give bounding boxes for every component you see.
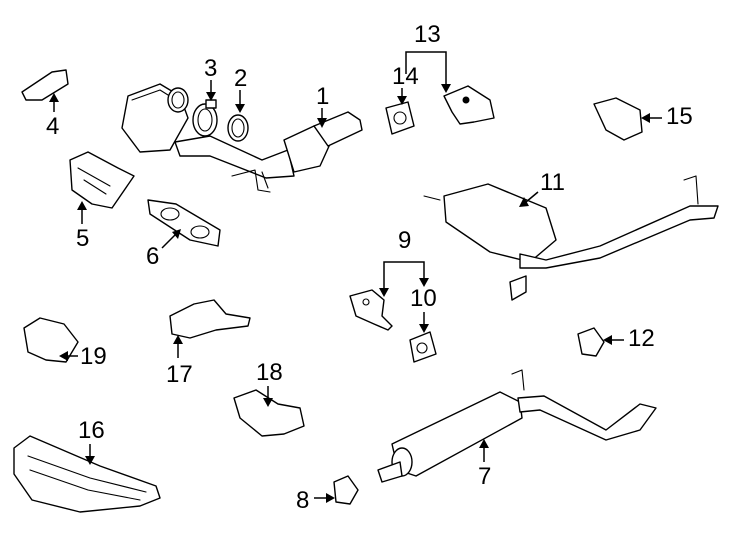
callout-18-number: 18 xyxy=(256,359,283,386)
callout-17-number: 17 xyxy=(166,361,193,388)
callout-8: 8 xyxy=(296,487,335,514)
callout-13: 13 xyxy=(405,21,451,93)
callout-3: 3 xyxy=(204,55,217,101)
callout-14-number: 14 xyxy=(392,63,419,90)
part-19-heat-shield xyxy=(23,317,79,363)
callout-16-number: 16 xyxy=(78,417,105,444)
callout-6-number: 6 xyxy=(146,243,159,270)
part-1-front-pipe-catalytic-converter xyxy=(121,83,363,193)
callout-3-number: 3 xyxy=(204,55,217,82)
callout-14: 14 xyxy=(392,63,419,105)
callout-7-number: 7 xyxy=(478,463,491,490)
callout-19-number: 19 xyxy=(80,343,107,370)
part-8-clamp xyxy=(333,475,359,505)
callout-6: 6 xyxy=(146,229,181,270)
callout-17: 17 xyxy=(166,335,193,388)
callout-9-number: 9 xyxy=(398,227,411,254)
callout-11-number: 11 xyxy=(540,169,565,196)
callout-13-number: 13 xyxy=(414,21,441,48)
part-13-bracket xyxy=(443,85,495,125)
callout-15: 15 xyxy=(641,103,693,130)
part-12-clamp-sleeve xyxy=(577,327,605,357)
callout-2-number: 2 xyxy=(234,65,247,92)
part-17-heat-shield xyxy=(169,299,251,339)
callout-7: 7 xyxy=(478,439,491,490)
callout-9: 9 xyxy=(379,227,429,297)
callout-8-number: 8 xyxy=(296,487,309,514)
part-14-rubber-hanger xyxy=(385,101,415,135)
callout-4: 4 xyxy=(46,93,59,140)
callout-11: 11 xyxy=(519,169,565,207)
callout-5: 5 xyxy=(76,201,89,252)
part-2-gasket xyxy=(227,114,249,142)
callout-15-number: 15 xyxy=(666,103,693,130)
part-6-flange-gasket xyxy=(147,199,221,247)
callout-5-number: 5 xyxy=(76,225,89,252)
part-10-rubber-isolator xyxy=(409,331,437,363)
part-15-mount-bracket xyxy=(593,97,643,141)
callout-12: 12 xyxy=(603,325,655,352)
part-3-clamp xyxy=(192,99,218,137)
callout-19: 19 xyxy=(59,343,107,370)
callout-18: 18 xyxy=(256,359,283,407)
part-16-heat-shield xyxy=(13,435,161,513)
callout-2: 2 xyxy=(234,65,247,113)
callout-4-number: 4 xyxy=(46,113,59,140)
part-9-hanger-bracket xyxy=(349,289,393,331)
callout-1-number: 1 xyxy=(316,83,329,110)
part-4-bracket xyxy=(21,69,69,101)
part-11-muffler xyxy=(423,175,719,301)
callout-16: 16 xyxy=(78,417,105,465)
part-18-heat-shield xyxy=(233,389,305,437)
callout-1: 1 xyxy=(316,83,329,128)
part-5-heat-shield xyxy=(69,151,135,209)
callout-10-number: 10 xyxy=(410,285,437,312)
callout-12-number: 12 xyxy=(628,325,655,352)
callout-10: 10 xyxy=(410,285,437,333)
part-7-resonator xyxy=(377,369,657,483)
